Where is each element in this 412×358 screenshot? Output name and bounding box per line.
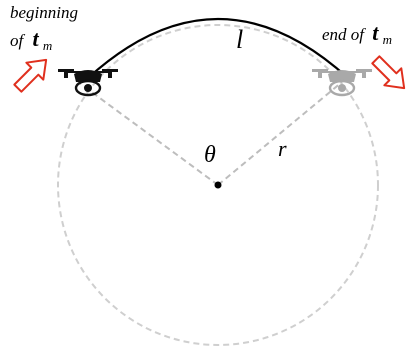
label-beginning-t: t <box>32 26 39 51</box>
label-beginning-sub: m <box>43 38 52 53</box>
label-end-sub: m <box>383 32 392 47</box>
radius-line-end <box>217 81 343 186</box>
trajectory-circle <box>57 24 379 346</box>
radius-line-start <box>77 81 219 186</box>
label-beginning-line2: of t m <box>10 26 52 53</box>
arc-length-label: l <box>236 25 243 54</box>
label-end-of: end of <box>322 25 366 44</box>
label-beginning-line1: beginning <box>10 3 78 22</box>
quadcopter-faded-icon <box>312 69 372 97</box>
label-end: end of t m <box>322 20 392 47</box>
arc-path <box>87 17 349 79</box>
angle-label: θ <box>204 142 216 168</box>
red-outline-arrow-icon-end <box>371 55 406 90</box>
radius-label: r <box>278 136 287 161</box>
center-point <box>214 181 222 189</box>
label-end-t: t <box>372 20 379 45</box>
label-beginning-of: of <box>10 31 26 50</box>
quadcopter-icon <box>58 69 118 97</box>
red-outline-arrow-icon <box>13 58 48 93</box>
